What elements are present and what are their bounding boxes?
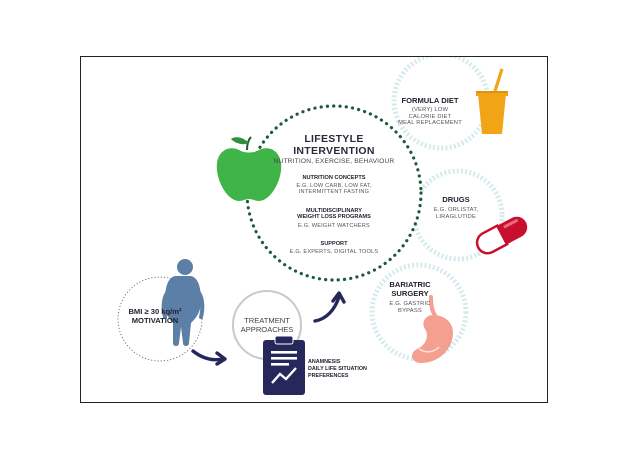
surgery-detail: E.G. GASTRIC BYPASS	[370, 301, 450, 314]
nutrition-concepts-detail: E.G. LOW CARB, LOW FAT, INTERMITTENT FAS…	[264, 183, 404, 196]
surgery-detail-line: E.G. GASTRIC	[389, 301, 431, 307]
lifestyle-title: LIFESTYLE INTERVENTION	[274, 133, 394, 157]
nutrition-concepts-title: NUTRITION CONCEPTS	[302, 175, 366, 181]
bmi-line1: BMI ≥ 30 kg/m²	[128, 307, 182, 316]
nutrition-detail-line: INTERMITTENT FASTING	[298, 189, 370, 196]
surgery-detail-line: BYPASS	[398, 307, 422, 314]
infographic-frame: LIFESTYLE INTERVENTION NUTRITION, EXERCI…	[80, 56, 548, 403]
lifestyle-subtitle: NUTRITION, EXERCISE, BEHAVIOUR	[273, 158, 395, 165]
arrow-icon	[191, 349, 227, 366]
clipboard-note: DAILY LIFE SITUATION	[308, 365, 367, 372]
formula-diet-title: FORMULA DIET	[401, 96, 459, 105]
programs-title-line: WEIGHT LOSS PROGRAMS	[297, 214, 371, 221]
person-silhouette-icon	[161, 259, 205, 346]
drugs-detail-line: E.G. ORLISTAT,	[433, 207, 479, 213]
drugs-title: DRUGS	[442, 195, 470, 204]
clipboard-note: ANAMNESIS	[308, 359, 341, 365]
arrow-icon	[313, 291, 346, 323]
bmi-circle	[117, 276, 203, 362]
treatment-line2: APPROACHES	[240, 324, 294, 334]
surgery-title-line: SURGERY	[391, 288, 429, 298]
formula-diet-detail: (VERY) LOW CALORIE DIET MEAL REPLACEMENT	[389, 107, 471, 127]
programs-title: MULTIDISCIPLINARY WEIGHT LOSS PROGRAMS	[264, 208, 404, 221]
apple-icon	[216, 136, 282, 201]
programs-detail: E.G. WEIGHT WATCHERS	[298, 223, 370, 229]
clipboard-note: PREFERENCES	[308, 372, 349, 379]
drink-cup-icon	[476, 68, 508, 134]
surgery-ring	[369, 262, 469, 362]
diagram-graphics	[117, 57, 528, 395]
formula-detail-line: MEAL REPLACEMENT	[398, 120, 462, 127]
pill-capsule-icon	[475, 216, 528, 255]
bmi-label: BMI ≥ 30 kg/m² MOTIVATION	[115, 307, 195, 325]
support-title: SUPPORT	[320, 241, 348, 247]
programs-title-line: MULTIDISCIPLINARY	[306, 208, 362, 214]
support-detail: E.G. EXPERTS, DIGITAL TOOLS	[289, 249, 379, 255]
formula-detail-line: (VERY) LOW	[411, 107, 449, 113]
drugs-detail-line: LIRAGLUTIDE	[435, 213, 477, 220]
clipboard-notes: ANAMNESIS DAILY LIFE SITUATION PREFERENC…	[308, 359, 398, 379]
lifestyle-ring	[245, 104, 423, 282]
treatment-label: TREATMENT APPROACHES	[233, 316, 301, 334]
nutrition-detail-line: E.G. LOW CARB, LOW FAT,	[296, 183, 372, 189]
treatment-line1: TREATMENT	[244, 316, 290, 325]
lifestyle-title-line2: INTERVENTION	[293, 145, 375, 158]
bmi-line2: MOTIVATION	[131, 315, 179, 325]
surgery-title: BARIATRIC SURGERY	[370, 280, 450, 298]
stomach-icon	[412, 295, 453, 363]
clipboard-icon	[263, 335, 305, 395]
drugs-ring	[411, 168, 505, 262]
formula-detail-line: CALORIE DIET	[408, 113, 452, 120]
drugs-detail: E.G. ORLISTAT, LIRAGLUTIDE	[421, 207, 491, 220]
surgery-title-line: BARIATRIC	[389, 280, 431, 289]
lifestyle-title-line1: LIFESTYLE	[304, 133, 364, 145]
